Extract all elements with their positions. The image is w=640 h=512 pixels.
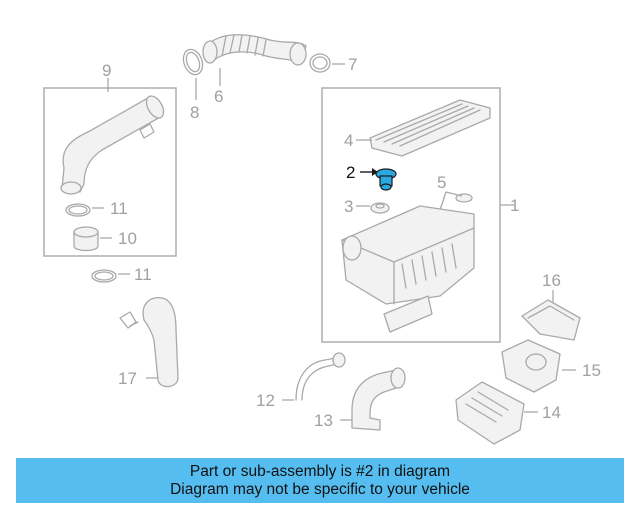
callout-15: 15 bbox=[582, 361, 601, 380]
part-15-housing-bracket[interactable] bbox=[501, 339, 561, 393]
part-13-elbow-hose[interactable] bbox=[351, 367, 406, 431]
callout-6: 6 bbox=[214, 87, 223, 106]
part-2-fastener-highlighted[interactable] bbox=[375, 168, 397, 191]
callout-8: 8 bbox=[190, 103, 199, 122]
part-6-intake-hose[interactable] bbox=[202, 34, 307, 66]
callout-12: 12 bbox=[256, 391, 275, 410]
banner-line-1: Part or sub-assembly is #2 in diagram bbox=[189, 462, 451, 480]
callout-11-upper: 11 bbox=[110, 199, 128, 218]
part-8-clamp[interactable] bbox=[180, 47, 206, 78]
part-17-intake-duct[interactable] bbox=[119, 297, 179, 388]
callout-13: 13 bbox=[314, 411, 333, 430]
group-box-9 bbox=[43, 87, 177, 257]
callout-17: 17 bbox=[118, 369, 137, 388]
part-9-intake-pipe[interactable] bbox=[60, 93, 167, 195]
leader-2-arrowhead bbox=[372, 168, 378, 176]
part-11-clamp-lower[interactable] bbox=[91, 269, 117, 283]
part-10-coupling[interactable] bbox=[73, 226, 99, 252]
callout-16: 16 bbox=[542, 271, 561, 290]
info-banner: Part or sub-assembly is #2 in diagram Di… bbox=[16, 458, 624, 503]
callout-14: 14 bbox=[542, 403, 561, 422]
part-4-filter-element[interactable] bbox=[369, 99, 491, 157]
callout-2: 2 bbox=[346, 163, 355, 182]
part-11-clamp-upper[interactable] bbox=[65, 203, 91, 217]
part-7-clamp[interactable] bbox=[309, 53, 331, 73]
callout-4: 4 bbox=[344, 131, 353, 150]
callout-9: 9 bbox=[102, 61, 111, 80]
callout-10: 10 bbox=[118, 229, 137, 248]
callout-1: 1 bbox=[510, 196, 519, 215]
callout-11-lower: 11 bbox=[134, 265, 152, 284]
air-cleaner-housing[interactable] bbox=[341, 205, 475, 333]
part-3-grommet[interactable] bbox=[370, 202, 390, 214]
callout-3: 3 bbox=[344, 197, 353, 216]
banner-line-2: Diagram may not be specific to your vehi… bbox=[170, 480, 470, 498]
callout-7: 7 bbox=[348, 55, 357, 74]
part-12-hose[interactable] bbox=[295, 352, 346, 401]
callout-5: 5 bbox=[437, 173, 446, 192]
group-box-1 bbox=[321, 87, 501, 343]
part-14-duct[interactable] bbox=[455, 381, 525, 445]
part-16-bracket[interactable] bbox=[521, 299, 581, 341]
leader-5 bbox=[439, 191, 463, 211]
